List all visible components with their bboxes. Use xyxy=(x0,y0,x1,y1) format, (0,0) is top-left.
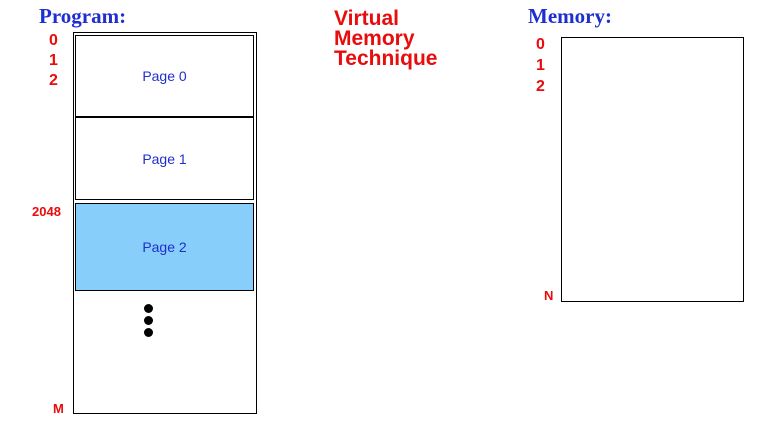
program-page-offset-label: 2048 xyxy=(32,204,61,219)
diagram-title: Virtual Memory Technique xyxy=(334,7,438,70)
diagram-title-line-3: Technique xyxy=(334,47,438,70)
memory-address-0: 0 xyxy=(536,36,545,53)
program-address-2: 2 xyxy=(49,72,58,89)
diagram-title-line-2: Memory xyxy=(334,27,415,50)
program-page-1-label: Page 1 xyxy=(142,150,187,167)
ellipsis-dot-2-icon xyxy=(144,316,153,325)
program-page-1: Page 1 xyxy=(75,117,254,200)
program-address-0: 0 xyxy=(49,32,58,49)
program-address-1: 1 xyxy=(49,52,58,69)
memory-end-label: N xyxy=(544,288,554,303)
memory-address-1: 1 xyxy=(536,57,545,74)
diagram-title-line-1: Virtual xyxy=(334,7,399,30)
program-page-0-label: Page 0 xyxy=(142,68,187,84)
program-end-label: M xyxy=(53,401,64,416)
memory-address-space xyxy=(561,37,744,302)
program-page-2-label: Page 2 xyxy=(142,239,187,255)
program-page-0: Page 0 xyxy=(75,35,254,117)
memory-heading: Memory: xyxy=(528,4,612,28)
program-heading: Program: xyxy=(39,4,127,28)
ellipsis-dot-1-icon xyxy=(144,304,153,313)
ellipsis-dot-3-icon xyxy=(144,328,153,337)
program-page-2-highlighted: Page 2 xyxy=(75,203,254,291)
memory-address-2: 2 xyxy=(536,78,545,95)
